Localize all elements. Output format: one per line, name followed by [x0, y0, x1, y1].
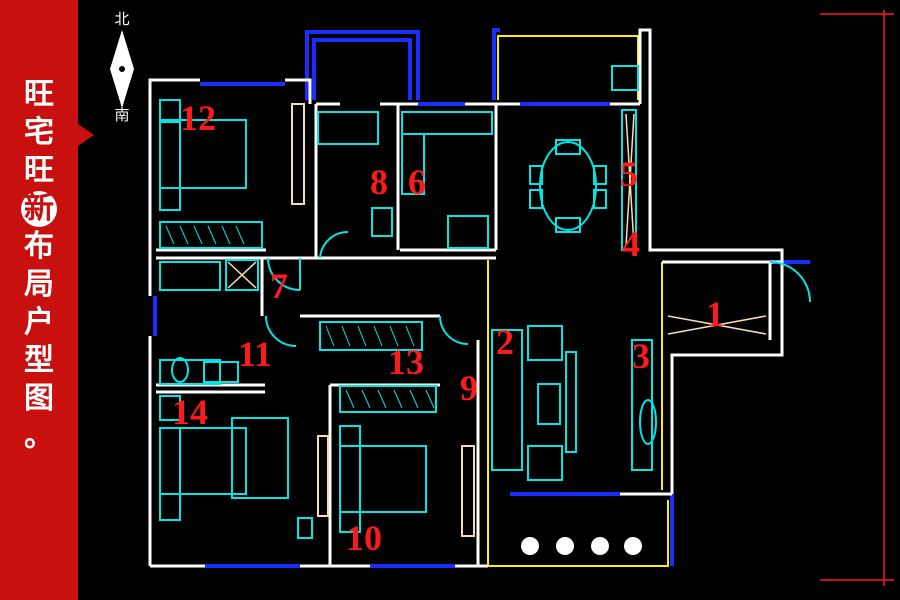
room-number-14: 14 [172, 392, 208, 432]
walls [148, 28, 784, 568]
compass: 北 南 [100, 8, 144, 128]
room-number-12: 12 [180, 98, 216, 138]
room-number-8: 8 [370, 162, 388, 202]
room-number-7: 7 [270, 266, 288, 306]
room-number-13: 13 [388, 342, 424, 382]
sidebar-arrow [78, 124, 94, 146]
wardrobe-hatching [165, 225, 435, 409]
room-number-6: 6 [408, 162, 426, 202]
room-number-2: 2 [496, 322, 514, 362]
room-number-4: 4 [622, 224, 640, 264]
room-number-3: 3 [632, 336, 650, 376]
vertical-title: 旺 宅 旺 新 布 局 户 型 图 。 [18, 76, 60, 456]
room-number-9: 9 [460, 368, 478, 408]
title-char: 户 [24, 305, 54, 340]
room-number-11: 11 [238, 334, 273, 374]
windows [153, 28, 810, 568]
title-char: 型 [24, 343, 54, 378]
title-char: 旺 [24, 77, 54, 112]
title-char: 宅 [24, 115, 54, 150]
door-frames [291, 103, 475, 537]
title-char: 图 [24, 381, 54, 416]
sidebar-banner: 旺 宅 旺 新 布 局 户 型 图 。 [0, 0, 78, 600]
room-number-10: 10 [346, 518, 382, 558]
title-char: 布 [24, 229, 54, 264]
doors [265, 230, 811, 347]
shaft-marks [227, 113, 767, 335]
room-number-5: 5 [620, 154, 638, 194]
frame-border [820, 10, 894, 586]
compass-north-label: 北 [114, 10, 130, 28]
title-char: 局 [24, 267, 54, 302]
title-char-highlighted: 新 [21, 191, 57, 227]
compass-needle-icon [110, 30, 134, 108]
plant-icons [521, 537, 642, 555]
room-number-1: 1 [706, 294, 724, 334]
balcony-outline [487, 35, 669, 567]
compass-south-label: 南 [114, 106, 130, 124]
title-char: 。 [24, 419, 54, 454]
title-char: 旺 [24, 153, 54, 188]
furniture [159, 65, 657, 539]
